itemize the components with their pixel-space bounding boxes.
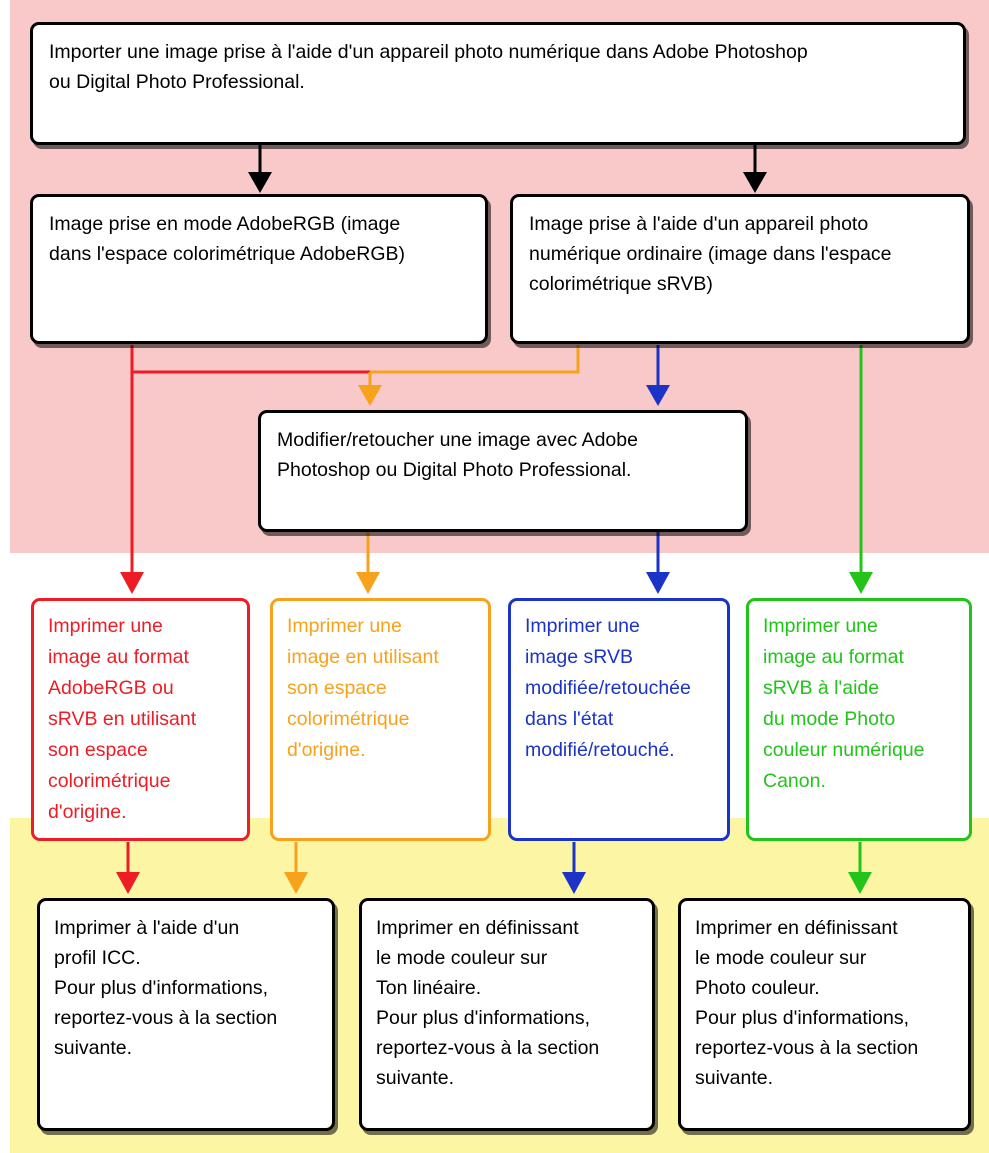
adobergb-image-box: Image prise en mode AdobeRGB (image dans… [30, 194, 488, 344]
arrowhead-import-to-adobergb [248, 172, 272, 193]
arrowhead-red-to-print [120, 572, 144, 594]
print-original-space-red-box: Imprimer une image au format AdobeRGB ou… [31, 598, 250, 841]
arrowhead-green-to-print [849, 572, 873, 594]
photo-color-box: Imprimer en définissant le mode couleur … [678, 898, 971, 1131]
arrowhead-blue-to-linear [562, 872, 586, 894]
arrowhead-red-to-icc [116, 872, 140, 894]
arrowhead-blue-to-edit [646, 385, 670, 406]
icc-profile-box: Imprimer à l'aide d'un profil ICC. Pour … [37, 898, 335, 1131]
arrowhead-orange-to-edit [358, 385, 382, 406]
import-image-box: Importer une image prise à l'aide d'un a… [30, 22, 966, 145]
print-canon-photo-mode-green-box: Imprimer une image au format sRVB à l'ai… [746, 598, 972, 841]
arrowhead-orange-to-print [356, 572, 380, 594]
arrowhead-orange-to-icc [284, 872, 308, 894]
srvb-image-box: Image prise à l'aide d'un appareil photo… [510, 194, 970, 344]
line-orange-from-srvb [370, 345, 580, 374]
print-edited-srvb-blue-box: Imprimer une image sRVB modifiée/retouch… [508, 598, 730, 841]
linear-tone-box: Imprimer en définissant le mode couleur … [359, 898, 655, 1131]
edit-image-box: Modifier/retoucher une image avec Adobe … [258, 410, 748, 532]
arrowhead-blue-to-print [646, 572, 670, 594]
arrowhead-import-to-srvb [743, 172, 767, 193]
print-original-space-orange-box: Imprimer une image en utilisant son espa… [270, 598, 491, 841]
arrowhead-green-to-photo [848, 872, 872, 894]
